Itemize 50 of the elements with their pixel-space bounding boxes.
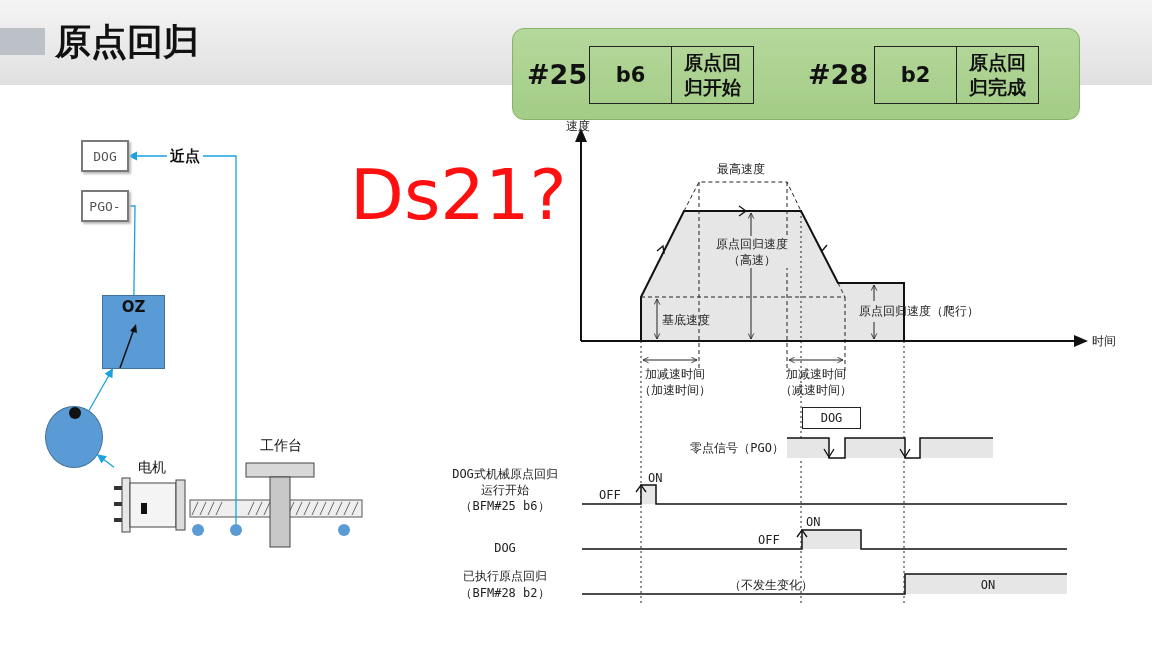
- speed-label: 最高速度: [716, 161, 766, 178]
- cell-text: b2: [900, 62, 931, 88]
- cell-text: b6: [615, 62, 646, 88]
- handwritten-note: Ds21?: [350, 160, 567, 230]
- part-label: 电机: [138, 458, 166, 476]
- register-number: #28: [808, 59, 869, 91]
- encoder-disc: [45, 406, 103, 468]
- signal-name: DOG: [493, 540, 517, 557]
- state-label: ON: [806, 514, 821, 531]
- register-cell: [874, 46, 957, 104]
- cell-text: 原点回归完成: [968, 50, 1027, 100]
- time-label: 加减速时间（加速时间）: [638, 366, 712, 399]
- signal-box-label: DOG: [820, 411, 843, 425]
- state-label: OFF: [599, 487, 621, 504]
- edge-label: 近点: [167, 146, 203, 166]
- part-label: 工作台: [260, 436, 302, 454]
- register-number: #25: [527, 59, 588, 91]
- signal-name: （BFM#28 b2）: [459, 585, 551, 602]
- sensor-box: [81, 140, 129, 172]
- cell-text: 原点回归开始: [683, 50, 742, 100]
- state-label: ON: [648, 470, 663, 487]
- sensor-box: [81, 190, 129, 222]
- sensor-label: DOG: [93, 148, 117, 164]
- sensor-dot: [338, 524, 350, 536]
- signal-name: DOG式机械原点回归: [451, 466, 559, 483]
- register-banner: [512, 28, 1080, 120]
- signal-name: 已执行原点回归: [462, 568, 548, 585]
- signal-name: 零点信号（PGO）: [689, 440, 784, 457]
- register-cell: [671, 46, 754, 104]
- oz-module-box: [102, 295, 165, 369]
- speed-label: 基底速度: [662, 312, 710, 329]
- signal-box: [802, 407, 861, 429]
- sensor-dot: [230, 524, 242, 536]
- signal-name: 运行开始: [480, 482, 530, 499]
- register-cell: [956, 46, 1039, 104]
- connector-arrow: [128, 151, 237, 525]
- state-label: OFF: [758, 532, 780, 549]
- time-label: 加减速时间（减速时间）: [779, 366, 853, 399]
- signal-name: （BFM#25 b6）: [459, 498, 551, 515]
- connector-arrow: [88, 368, 114, 412]
- state-label: ON: [979, 577, 997, 594]
- module-label: OZ: [121, 298, 146, 316]
- axis-label: 速度: [566, 118, 590, 135]
- sensor-dot: [192, 524, 204, 536]
- axis-label: 时间: [1092, 333, 1116, 350]
- sensor-label: PGO-: [89, 198, 121, 214]
- slide-title: 原点回归: [55, 20, 199, 64]
- register-cell: [589, 46, 672, 104]
- state-label: （不发生变化）: [728, 577, 814, 594]
- connector-arrow: [97, 454, 115, 468]
